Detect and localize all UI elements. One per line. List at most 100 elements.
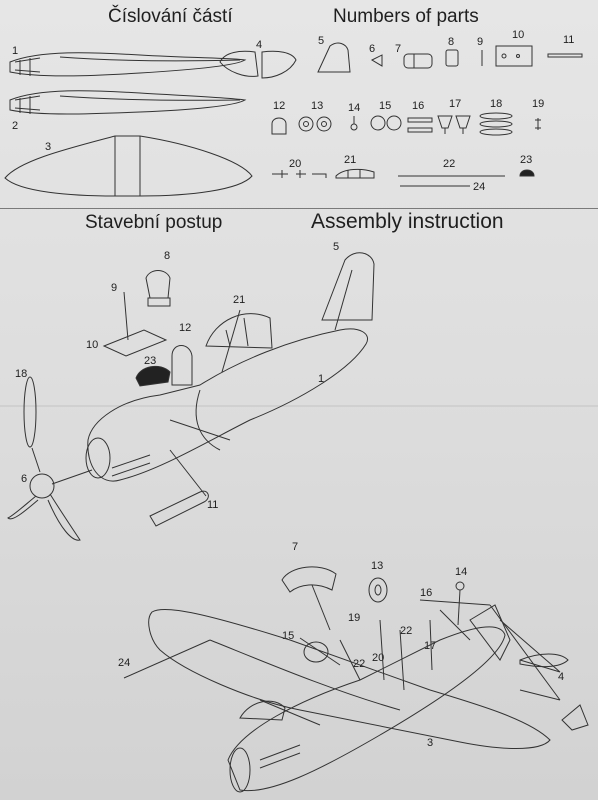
assembly-header-czech: Stavební postup — [85, 212, 223, 233]
assembly-lower-part-15 — [303, 641, 329, 663]
assembly-upper-canopy — [205, 313, 273, 349]
part-number-8: 8 — [448, 36, 455, 48]
assembly-label-10: 10 — [86, 339, 99, 351]
assembly-label-17: 17 — [424, 640, 437, 652]
part-10 — [495, 45, 533, 67]
part-number-18: 18 — [490, 98, 503, 110]
assembly-upper-fin — [321, 252, 375, 321]
section-divider — [0, 208, 598, 209]
part-number-19: 19 — [532, 98, 545, 110]
part-number-2: 2 — [12, 120, 19, 132]
assembly-upper-seat — [145, 270, 171, 307]
part-number-22: 22 — [443, 158, 456, 170]
assembly-lower-part-13 — [368, 577, 388, 603]
part-3-wing — [4, 135, 253, 197]
assembly-label-20: 20 — [372, 652, 385, 664]
part-11 — [547, 53, 583, 58]
assembly-label-14: 14 — [455, 566, 468, 578]
assembly-label-18: 18 — [15, 368, 28, 380]
part-7 — [403, 53, 433, 69]
assembly-lower-part-7 — [281, 566, 337, 593]
assembly-upper-propeller — [7, 376, 81, 541]
assembly-upper-fuselage — [85, 328, 368, 482]
part-20 — [272, 170, 327, 178]
part-5-fin — [317, 42, 351, 73]
assembly-lower-arrows — [259, 599, 561, 726]
assembly-label-3: 3 — [427, 737, 434, 749]
part-number-1: 1 — [12, 45, 19, 57]
part-number-3: 3 — [45, 141, 52, 153]
part-number-9: 9 — [477, 36, 484, 48]
part-number-12: 12 — [273, 100, 286, 112]
part-18-prop-blades — [479, 112, 513, 136]
part-number-17: 17 — [449, 98, 462, 110]
parts-header-czech: Číslování částí — [108, 6, 233, 27]
arrow-15 — [299, 637, 341, 666]
assembly-upper-part-11 — [149, 490, 209, 527]
assembly-upper-plate — [102, 329, 168, 357]
part-16 — [407, 117, 433, 133]
assembly-label-24: 24 — [118, 657, 131, 669]
assembly-label-23: 23 — [144, 355, 157, 367]
part-number-14: 14 — [348, 102, 361, 114]
part-number-13: 13 — [311, 100, 324, 112]
arrow-11 — [169, 449, 207, 497]
assembly-label-22b: 22 — [353, 658, 366, 670]
part-number-10: 10 — [512, 29, 525, 41]
assembly-label-22a: 22 — [400, 625, 413, 637]
part-number-5: 5 — [318, 35, 325, 47]
assembly-lower-tailplane — [519, 653, 569, 668]
part-14 — [350, 116, 358, 131]
assembly-label-6: 6 — [21, 473, 28, 485]
part-number-15: 15 — [379, 100, 392, 112]
assembly-label-8: 8 — [164, 250, 171, 262]
part-15 — [370, 115, 402, 131]
arrow-7 — [311, 584, 331, 631]
assembly-upper-part-12 — [171, 345, 193, 386]
paper-fold — [0, 405, 598, 407]
part-9-rod — [123, 291, 129, 341]
part-number-7: 7 — [395, 43, 402, 55]
part-number-16: 16 — [412, 100, 425, 112]
arrow-5 — [334, 269, 353, 331]
assembly-lower-wing — [148, 608, 551, 749]
part-number-20: 20 — [289, 158, 302, 170]
assembly-label-4: 4 — [558, 671, 565, 683]
part-12 — [271, 117, 287, 135]
part-4-tailplanes — [219, 50, 297, 79]
part-23 — [519, 169, 535, 177]
assembly-label-19: 19 — [348, 612, 361, 624]
part-8 — [445, 49, 459, 67]
assembly-label-5: 5 — [333, 241, 340, 253]
assembly-label-12: 12 — [179, 322, 192, 334]
assembly-lower-gear-legs — [379, 609, 471, 691]
assembly-lower-tail — [469, 604, 511, 661]
assembly-lower-fuselage — [227, 626, 506, 793]
assembly-label-1: 1 — [318, 373, 325, 385]
assembly-header-english: Assembly instruction — [311, 210, 504, 233]
part-1-fuselage-half — [9, 52, 247, 77]
assembly-lower-part-14 — [455, 581, 465, 626]
part-number-24: 24 — [473, 181, 486, 193]
assembly-label-9: 9 — [111, 282, 118, 294]
arrow-18 — [31, 447, 41, 473]
arrow-4 — [499, 619, 561, 673]
assembly-label-15: 15 — [282, 630, 295, 642]
part-number-11: 11 — [563, 34, 575, 46]
part-number-4: 4 — [256, 39, 263, 51]
assembly-label-13: 13 — [371, 560, 384, 572]
assembly-upper-part-23 — [135, 365, 171, 387]
part-6 — [370, 54, 383, 67]
assembly-label-7: 7 — [292, 541, 299, 553]
assembly-label-11: 11 — [207, 499, 219, 511]
part-2-fuselage-half — [9, 90, 247, 115]
arrow-21 — [221, 309, 241, 373]
parts-header-english: Numbers of parts — [333, 6, 479, 27]
assembly-label-16: 16 — [420, 587, 433, 599]
assembly-lower-part-21 — [239, 700, 286, 721]
assembly-label-21: 21 — [233, 294, 246, 306]
part-13-wheels — [298, 116, 332, 132]
part-19 — [535, 118, 541, 130]
